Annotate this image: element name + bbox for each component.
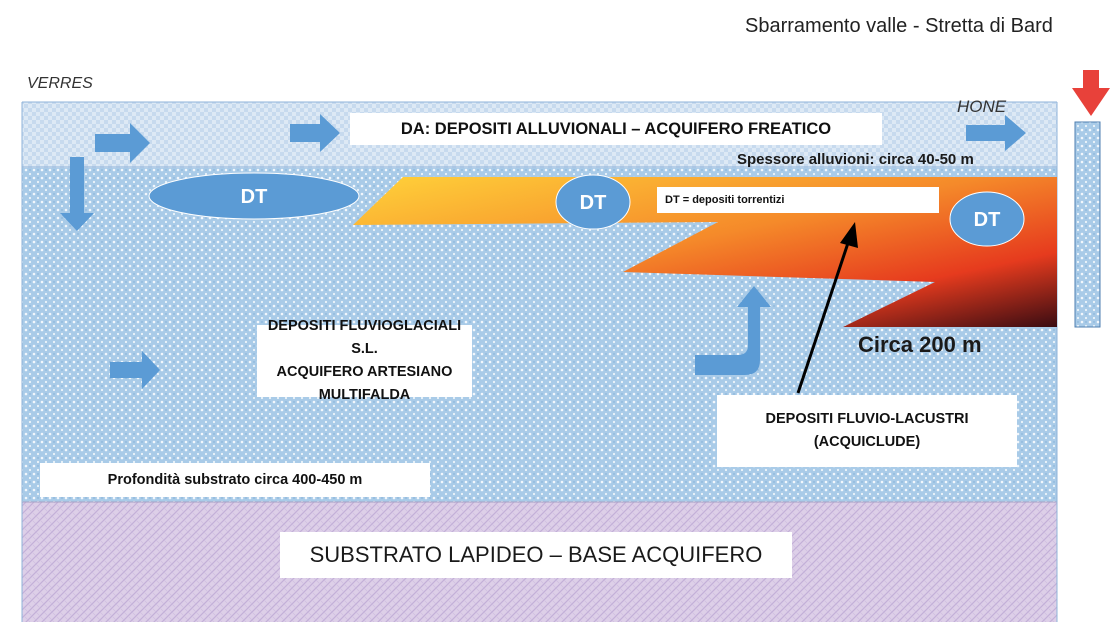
dam-label: Sbarramento valle - Stretta di Bard	[745, 15, 1053, 37]
substrate-depth-label: Profondità substrato circa 400-450 m	[40, 463, 430, 497]
flow-upward-arrow-icon	[695, 286, 771, 375]
fluvioglacial-label: DEPOSITI FLUVIOGLACIALI S.L. ACQUIFERO A…	[257, 318, 472, 403]
flow-arrow-icon	[95, 123, 150, 163]
alluvium-thickness-label: Spessore alluvioni: circa 40-50 m	[737, 151, 974, 168]
place-label-right: HONE	[957, 97, 1007, 116]
dt-lens-3: DT	[949, 191, 1025, 247]
wedge-thickness-label: Circa 200 m	[858, 332, 982, 357]
lacustrine-label-line1: DEPOSITI FLUVIO-LACUSTRI	[765, 410, 969, 427]
pointer-line	[796, 239, 851, 394]
lacustrine-label-line2: (ACQUICLUDE)	[813, 434, 921, 450]
dam-column	[1074, 121, 1101, 328]
pointer-arrowhead-icon	[840, 222, 858, 248]
svg-text:DT: DT	[974, 209, 1001, 231]
dt-lens-1: DT	[148, 172, 360, 220]
dt-legend: DT = depositi torrentizi	[657, 187, 939, 213]
fluvio-lacustrine-wedge	[353, 177, 1057, 327]
top-aquifer-label: DA: DEPOSITI ALLUVIONALI – ACQUIFERO FRE…	[350, 113, 882, 145]
place-label-left: VERRES	[27, 75, 93, 92]
dt-lens-2: DT	[555, 174, 631, 230]
flow-down-arrow-icon	[60, 157, 94, 231]
svg-text:DT: DT	[580, 192, 607, 214]
lacustrine-label: DEPOSITI FLUVIO-LACUSTRI (ACQUICLUDE)	[717, 395, 1017, 467]
flow-arrow-icon	[290, 114, 340, 152]
fluvioglacial-label-line2: ACQUIFERO ARTESIANO MULTIFALDA	[276, 364, 453, 404]
flow-arrow-icon	[966, 115, 1026, 151]
svg-text:DT: DT	[241, 186, 268, 208]
bedrock-label: SUBSTRATO LAPIDEO – BASE ACQUIFERO	[280, 532, 792, 578]
fluvioglacial-label-line1: DEPOSITI FLUVIOGLACIALI S.L.	[267, 317, 462, 357]
dam-arrow-icon	[1072, 70, 1110, 116]
flow-arrow-icon	[110, 351, 160, 389]
